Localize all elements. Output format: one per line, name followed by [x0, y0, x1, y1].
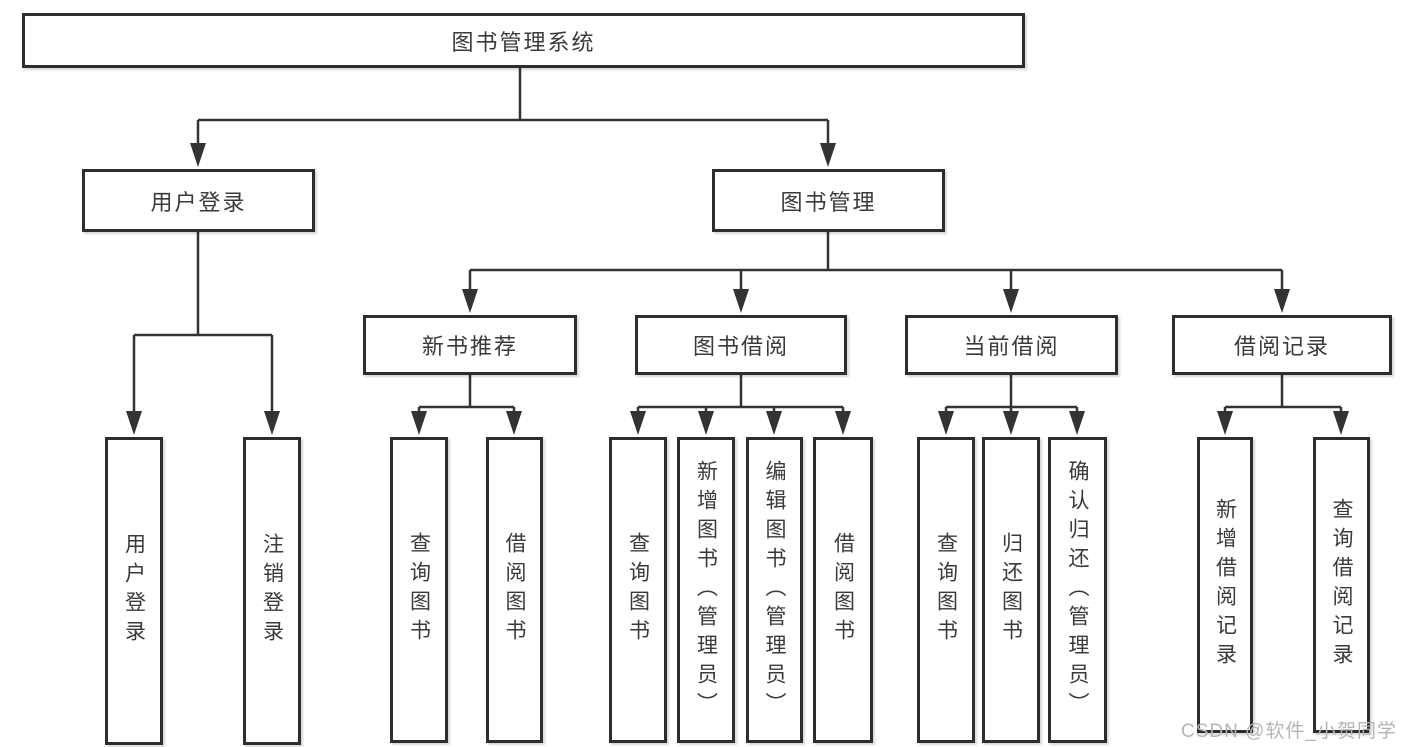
connector-bookmgmt-to-level3: [468, 232, 1284, 290]
connector-root-to-level2: [196, 68, 830, 144]
node-borrowing-records: 借阅记录: [1172, 315, 1392, 375]
arrow-icon: [1333, 411, 1349, 435]
leaf-query-borrow-record: 查询借阅记录: [1313, 437, 1370, 733]
arrow-icon: [733, 289, 749, 313]
node-book-borrowing: 图书借阅: [635, 315, 847, 375]
csdn-watermark: CSDN @软件_小贺同学: [1181, 721, 1397, 742]
leaf-borrow-books: 借阅图书: [813, 437, 873, 743]
leaf-query-books: 查询图书: [609, 437, 667, 743]
connector-current-to-leaves: [944, 375, 1079, 412]
connector-userlogin-to-leaves: [132, 232, 274, 412]
arrow-icon: [190, 143, 206, 167]
arrow-icon: [1069, 411, 1085, 435]
arrow-icon: [835, 411, 851, 435]
arrow-icon: [766, 411, 782, 435]
arrow-icon: [1003, 289, 1019, 313]
leaf-query-books: 查询图书: [390, 437, 448, 743]
node-user-login: 用户登录: [82, 169, 315, 232]
node-book-management: 图书管理: [712, 169, 945, 232]
leaf-add-borrow-record: 新增借阅记录: [1197, 437, 1253, 733]
arrow-icon: [1217, 411, 1233, 435]
arrow-icon: [411, 411, 427, 435]
connector-records-to-leaves: [1223, 375, 1343, 412]
leaf-return-books: 归还图书: [982, 437, 1040, 743]
arrow-icon: [1274, 289, 1290, 313]
arrow-icon: [126, 411, 142, 435]
arrow-icon: [1003, 411, 1019, 435]
arrow-icon: [820, 143, 836, 167]
arrow-icon: [264, 411, 280, 435]
leaf-confirm-return-admin: 确认归还（管理员）: [1048, 437, 1107, 743]
node-root-library-system: 图书管理系统: [22, 13, 1025, 68]
leaf-edit-books-admin: 编辑图书（管理员）: [746, 437, 803, 743]
leaf-user-login: 用户登录: [105, 437, 163, 745]
connector-newbook-to-leaves: [417, 375, 516, 412]
arrow-icon: [630, 411, 646, 435]
node-current-borrowing: 当前借阅: [905, 315, 1118, 375]
arrow-icon: [462, 289, 478, 313]
leaf-logout: 注销登录: [243, 437, 301, 745]
leaf-borrow-books: 借阅图书: [486, 437, 543, 743]
leaf-query-books: 查询图书: [917, 437, 975, 743]
node-new-book-recommendation: 新书推荐: [363, 315, 577, 375]
arrow-icon: [698, 411, 714, 435]
connector-borrow-to-leaves: [636, 375, 845, 412]
arrow-icon: [938, 411, 954, 435]
leaf-add-books-admin: 新增图书（管理员）: [677, 437, 735, 743]
arrowheads: [126, 143, 1349, 435]
arrow-icon: [506, 411, 522, 435]
